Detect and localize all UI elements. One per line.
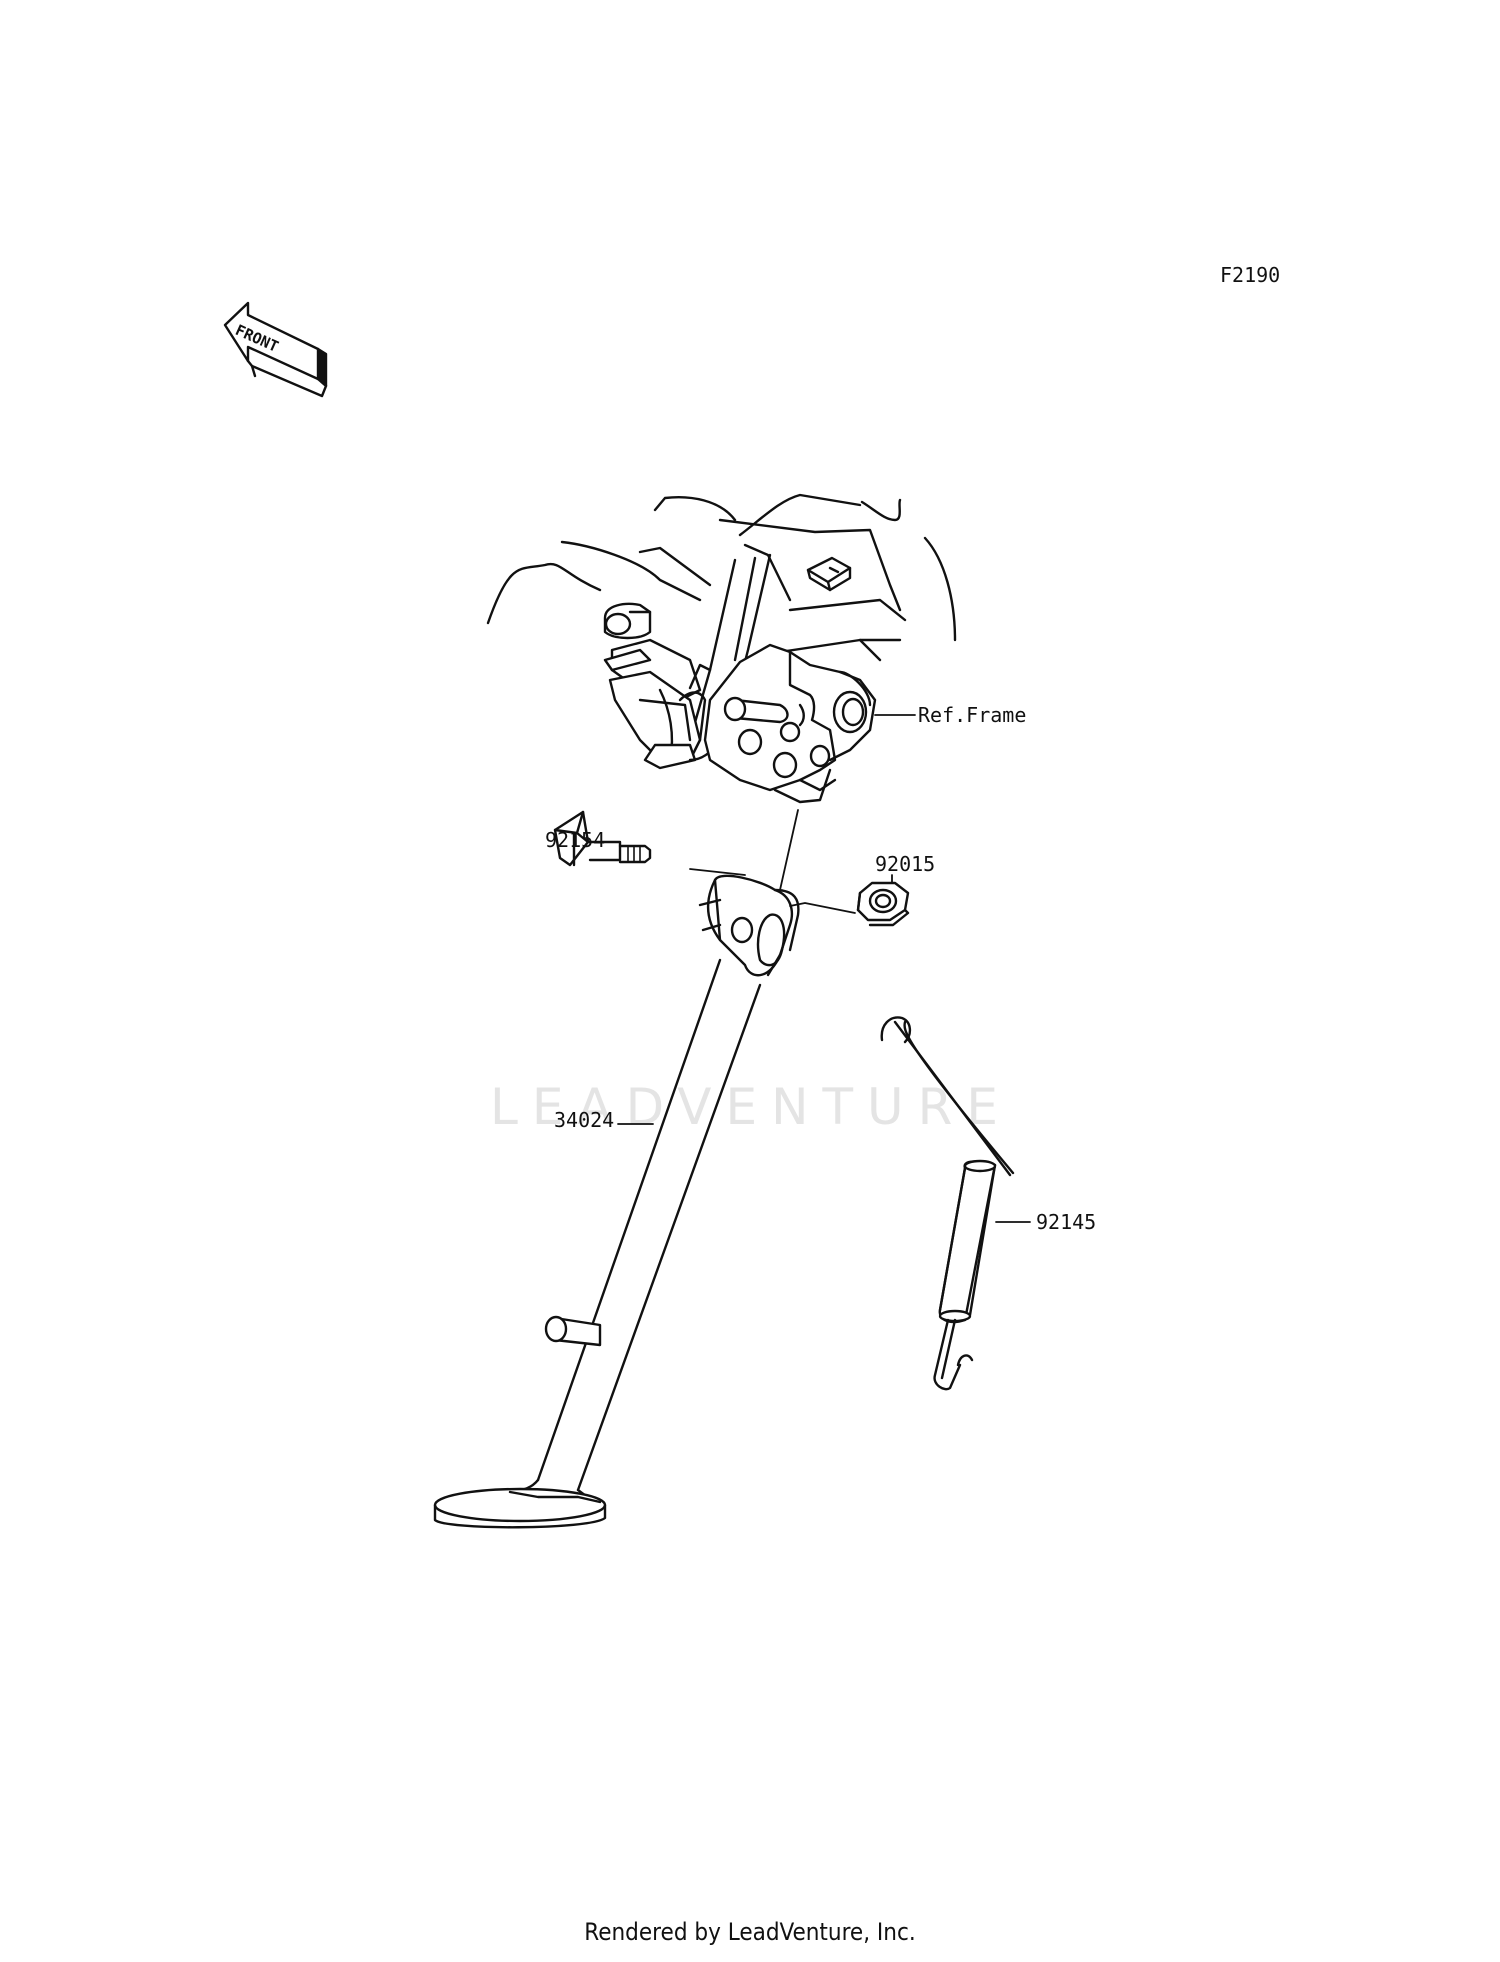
assembly-centerline — [779, 809, 799, 891]
frame-tubes — [486, 493, 957, 742]
kickstand-34024 — [433, 874, 800, 1529]
callout-ref-frame: Ref.Frame — [918, 703, 1027, 727]
figure-code: F2190 — [1220, 263, 1281, 287]
footer-credit: Rendered by LeadVenture, Inc. — [584, 1918, 916, 1946]
left-bracket — [603, 602, 722, 770]
spring-92145 — [880, 1016, 1031, 1391]
front-arrow-icon — [223, 301, 328, 398]
callout-92015: 92015 — [875, 852, 936, 876]
watermark-text: LEADVENTURE — [490, 1078, 1012, 1136]
nut-92015 — [789, 874, 910, 927]
callout-92145: 92145 — [1036, 1210, 1097, 1234]
bolt-92154 — [553, 810, 746, 876]
callout-92154: 92154 — [545, 828, 606, 852]
callout-34024: 34024 — [554, 1108, 615, 1132]
frame-bracket — [703, 643, 877, 804]
